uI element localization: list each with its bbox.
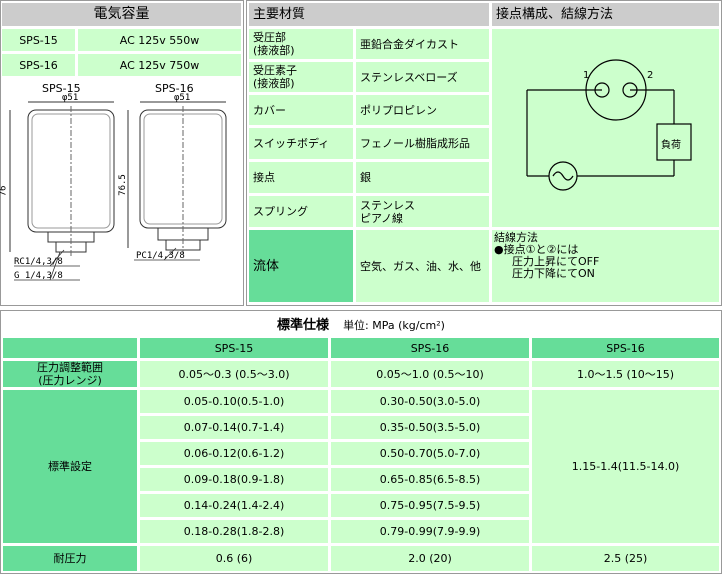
contact-title: 接点構成、結線方法 [491, 2, 720, 27]
spec-proof-2: 2.0 (20) [330, 545, 530, 572]
materials-title: 主要材質 [248, 2, 490, 27]
capacity-rating-2: AC 125v 750w [77, 53, 242, 77]
spec-title: 標準仕様 [277, 317, 330, 333]
spec-std-c2-r4: 0.65-0.85(6.5-8.5) [330, 467, 530, 492]
spec-std-c1-r6: 0.18-0.28(1.8-2.8) [139, 519, 329, 544]
wiring-method-cell: 結線方法 ●接点①と②には 圧力上昇にてOFF 圧力下降にてON [491, 229, 720, 303]
sps16-height: 76.5 [117, 174, 128, 196]
sps15-thread-rc: RC1/4,3/8 [14, 257, 63, 267]
capacity-model-1: SPS-15 [1, 28, 76, 52]
wiring-method-line-1: ●接点①と②には [494, 243, 579, 256]
wiring-method-title: 結線方法 [494, 231, 538, 244]
material-value-5: 銀 [355, 161, 490, 194]
capacity-model-2: SPS-16 [1, 53, 76, 77]
capacity-rating-1: AC 125v 550w [77, 28, 242, 52]
spec-std-c2-r6: 0.79-0.99(7.9-9.9) [330, 519, 530, 544]
sps15-label: SPS-15 [42, 82, 81, 95]
spec-unit: 単位: MPa (kg/cm²) [343, 318, 445, 332]
spec-std-c1-r1: 0.05-0.10(0.5-1.0) [139, 389, 329, 414]
material-value-2: ステンレスベローズ [355, 61, 490, 93]
wiring-diagram [526, 59, 692, 191]
spec-range-1: 0.05～0.3 (0.5～3.0) [139, 360, 329, 388]
material-value-7: 空気、ガス、油、水、他 [355, 229, 490, 303]
dimension-drawing [9, 101, 227, 281]
sps16-outline [127, 101, 227, 254]
spec-col-1: SPS-15 [139, 337, 329, 359]
spec-std-c1-r5: 0.14-0.24(1.4-2.4) [139, 493, 329, 518]
wiring-method-line-3: 圧力下降にてON [512, 267, 595, 280]
spec-std-c1-r3: 0.06-0.12(0.6-1.2) [139, 441, 329, 466]
spec-proof-3: 2.5 (25) [531, 545, 720, 572]
capacity-title: 電気容量 [1, 2, 242, 27]
sps15-thread-g: G 1/4,3/8 [14, 271, 63, 281]
spec-range-label: 圧力調整範囲 (圧力レンジ) [2, 360, 138, 388]
spec-std-c2-r3: 0.50-0.70(5.0-7.0) [330, 441, 530, 466]
spec-std-label: 標準設定 [2, 389, 138, 544]
spec-proof-1: 0.6 (6) [139, 545, 329, 572]
spec-std-c1-r4: 0.09-0.18(0.9-1.8) [139, 467, 329, 492]
spec-std-c2-r2: 0.35-0.50(3.5-5.0) [330, 415, 530, 440]
spec-proof-label: 耐圧力 [2, 545, 138, 572]
spec-title-row: 標準仕様 単位: MPa (kg/cm²) [2, 314, 720, 336]
sps15-diameter: φ51 [62, 93, 79, 103]
material-part-4: スイッチボディ [248, 127, 354, 160]
material-value-1: 亜鉛合金ダイカスト [355, 28, 490, 60]
spec-range-2: 0.05～1.0 (0.5～10) [330, 360, 530, 388]
material-value-4: フェノール樹脂成形品 [355, 127, 490, 160]
terminal-1-label: 1 [583, 70, 590, 81]
terminal-2-label: 2 [647, 70, 654, 81]
spec-range-3: 1.0～1.5 (10～15) [531, 360, 720, 388]
spec-col-2: SPS-16 [330, 337, 530, 359]
material-value-3: ポリプロピレン [355, 94, 490, 126]
sps15-outline [9, 101, 115, 256]
spec-col-3: SPS-16 [531, 337, 720, 359]
sps16-label: SPS-16 [155, 82, 194, 95]
material-part-2: 受圧素子 (接液部) [248, 61, 354, 93]
material-value-6: ステンレス ピアノ線 [355, 195, 490, 228]
material-part-7: 流体 [248, 229, 354, 303]
spec-std-c1-r2: 0.07-0.14(0.7-1.4) [139, 415, 329, 440]
spec-std-c2-r1: 0.30-0.50(3.0-5.0) [330, 389, 530, 414]
material-part-3: カバー [248, 94, 354, 126]
spec-std-c2-r5: 0.75-0.95(7.5-9.5) [330, 493, 530, 518]
material-part-5: 接点 [248, 161, 354, 194]
spec-corner [2, 337, 138, 359]
wiring-method-line-2: 圧力上昇にてOFF [512, 255, 600, 268]
sps15-height: 76 [0, 185, 9, 197]
spec-std-c3: 1.15-1.4(11.5-14.0) [531, 389, 720, 544]
material-part-6: スプリング [248, 195, 354, 228]
capacity-panel [0, 0, 244, 306]
sps16-diameter: φ51 [174, 93, 191, 103]
load-label: 負荷 [661, 140, 681, 151]
sps16-thread-pc: PC1/4,3/8 [136, 251, 185, 261]
material-part-1: 受圧部 (接液部) [248, 28, 354, 60]
